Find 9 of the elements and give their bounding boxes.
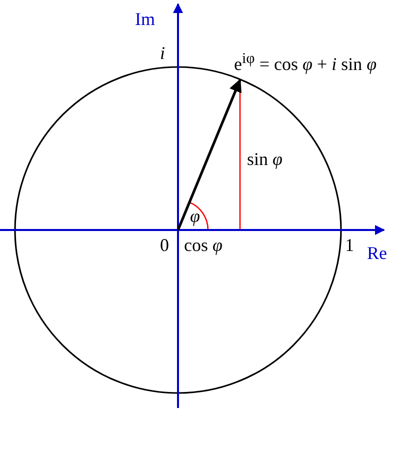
axis-label: Im <box>135 10 155 28</box>
sine-label: sin φ <box>247 150 282 168</box>
angle-label: φ <box>190 207 200 225</box>
point-label: i <box>160 44 166 62</box>
origin-label: 0 <box>160 236 169 254</box>
formula-label: e$^{iφ}$ = cos φ + i sin φ <box>234 52 377 73</box>
unit-label: 1 <box>345 236 354 254</box>
cosine-label: cos φ <box>184 236 222 254</box>
axis-label: Re <box>367 244 387 262</box>
